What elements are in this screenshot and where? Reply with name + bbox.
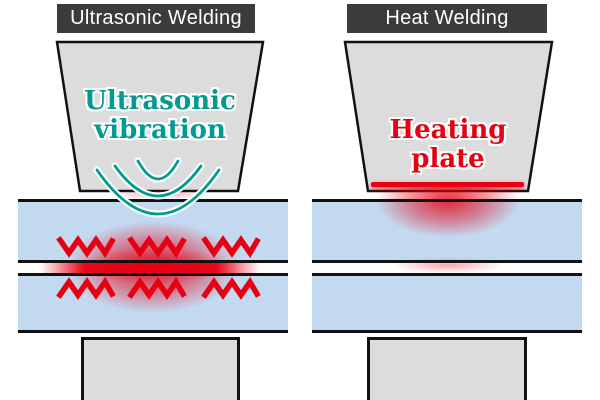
right-lower-plate	[312, 273, 582, 333]
right-anvil-base	[367, 337, 527, 400]
weld-seam-band	[40, 263, 260, 273]
heating-plate-label: Heating plate	[389, 115, 507, 174]
right-plate1-top-edge	[312, 199, 582, 202]
left-anvil-base	[81, 337, 240, 400]
left-plate1-top-edge	[18, 199, 288, 202]
right-plate2-bottom-edge	[312, 330, 582, 333]
heat-panel-title: Heat Welding	[347, 4, 547, 33]
left-plate2-bottom-edge	[18, 330, 288, 333]
ultrasonic-panel-title: Ultrasonic Welding	[57, 4, 255, 33]
right-plate2-top-edge	[312, 273, 582, 276]
right-plate1-bottom-edge	[312, 260, 582, 263]
heating-plate-line	[371, 182, 524, 187]
left-plate2-top-edge	[18, 273, 288, 276]
left-plate1-bottom-edge	[18, 260, 288, 263]
ultrasonic-vibration-label: Ultrasonic vibration	[84, 86, 236, 145]
